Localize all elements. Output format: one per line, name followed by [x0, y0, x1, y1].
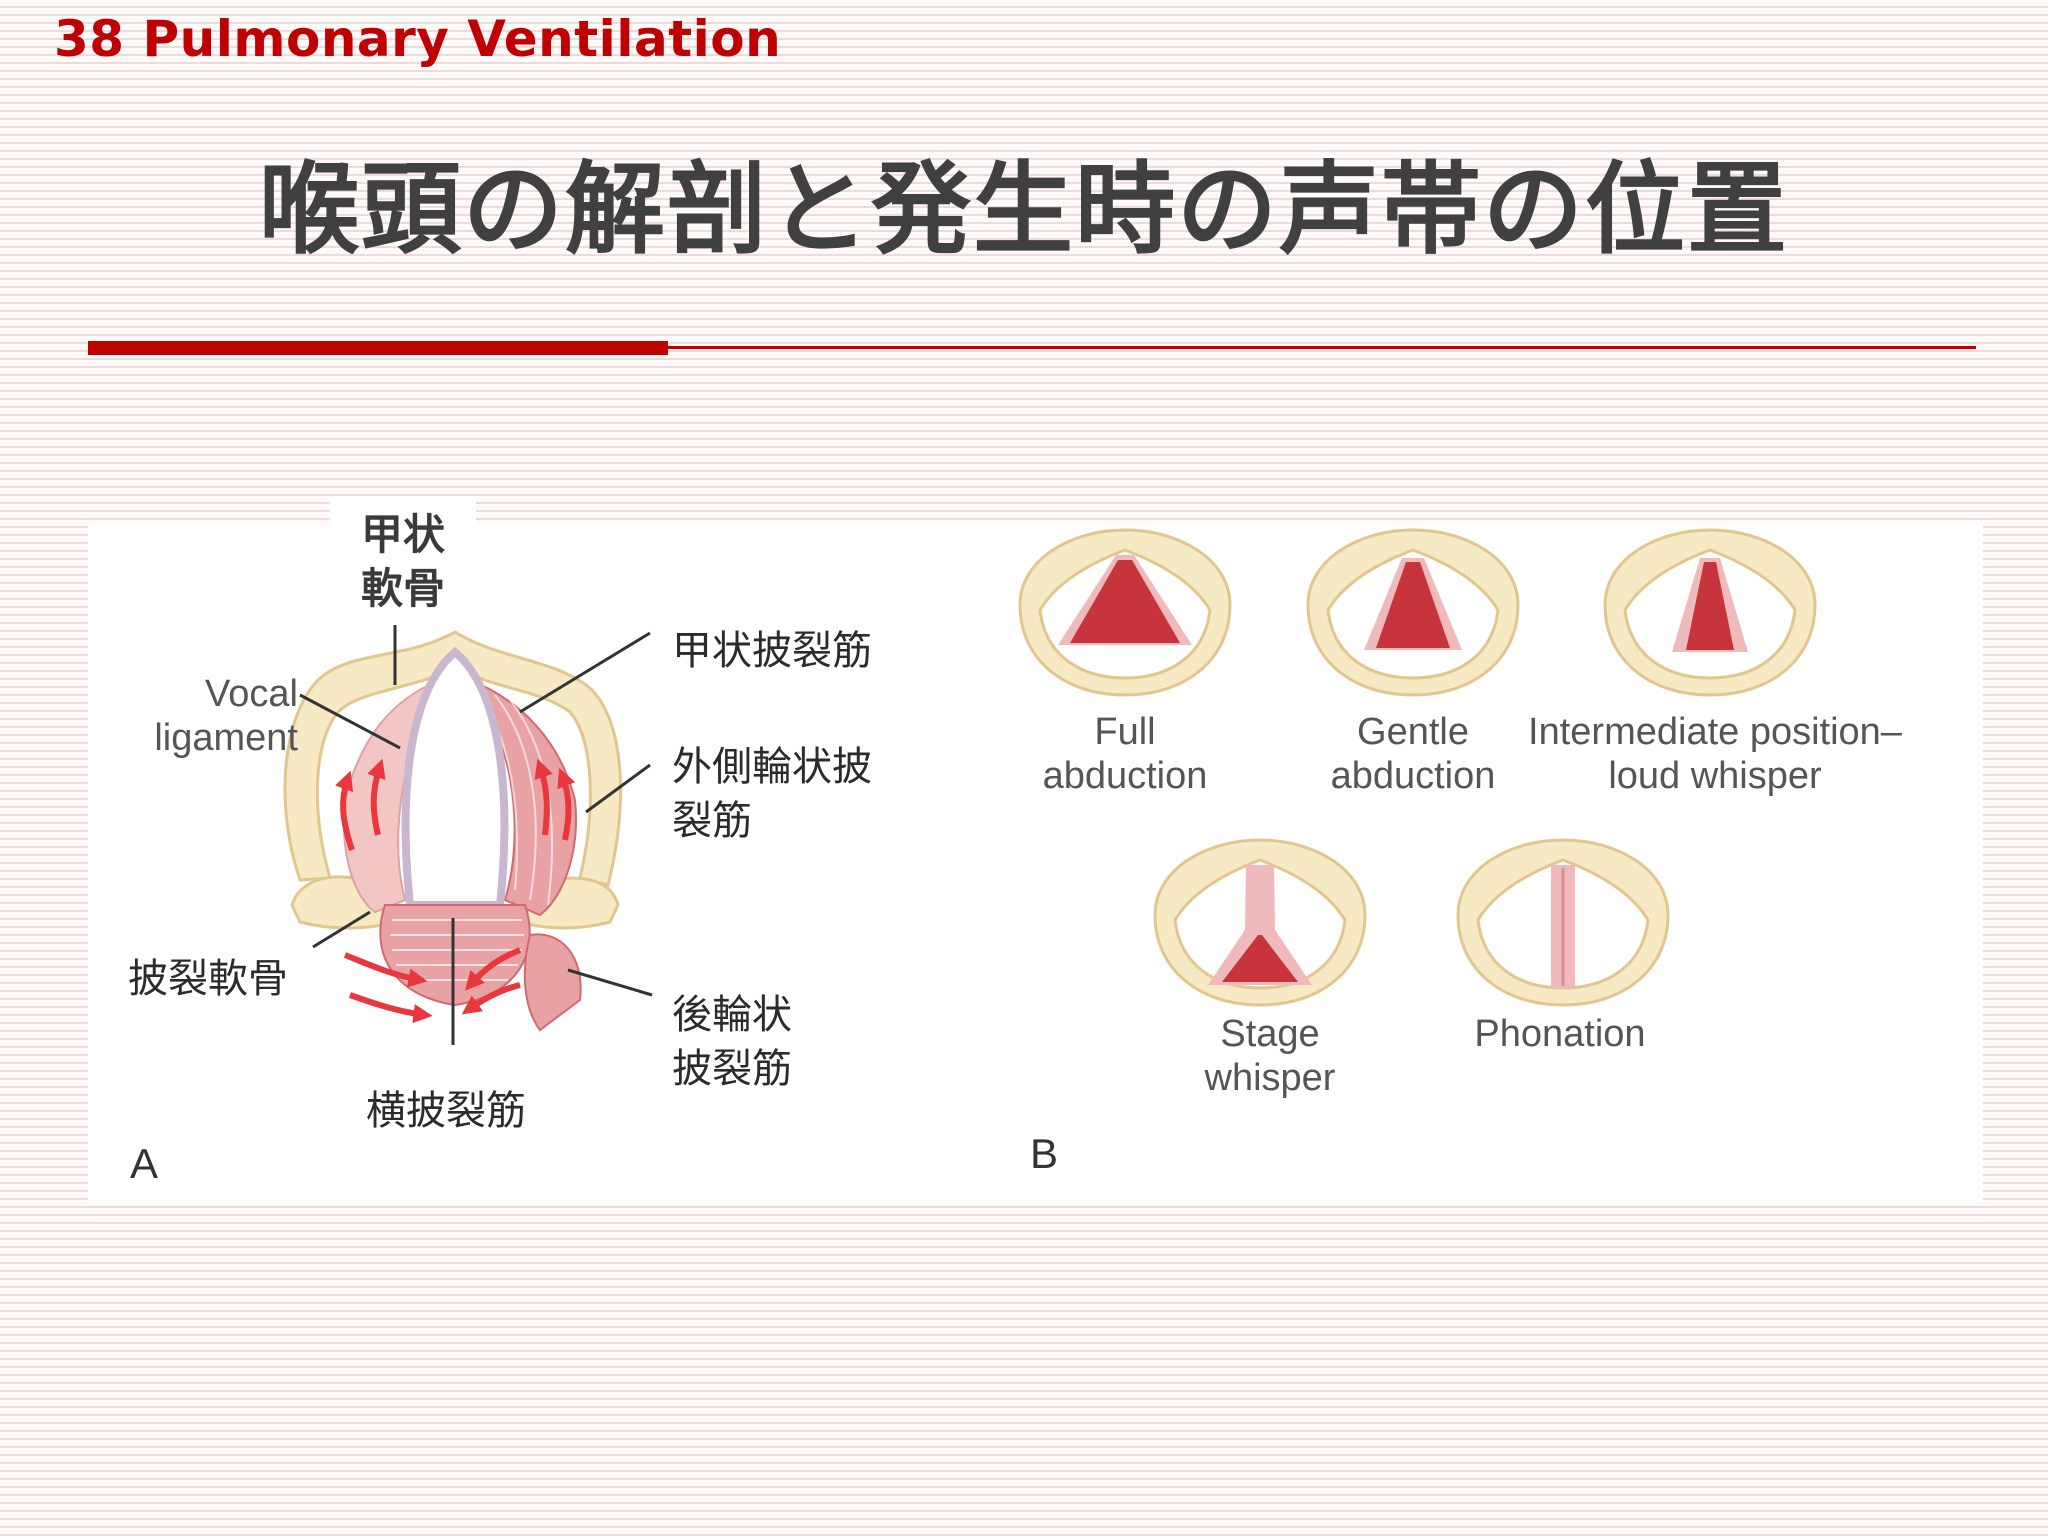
- glottis-phonation: [1456, 838, 1670, 1007]
- glottis-gentle-abduction: [1306, 528, 1520, 697]
- label-arytenoid-cartilage: 披裂軟骨: [128, 956, 288, 1002]
- thyroarytenoid-muscle: [467, 678, 577, 917]
- label-intermediate-position: Intermediate position– loud whisper: [1528, 711, 1902, 797]
- posterior-cricoarytenoid-muscle: [523, 933, 582, 1032]
- figure-a-leader-lines: [299, 625, 653, 1045]
- label-thyroarytenoid: 甲状披裂筋: [672, 628, 872, 674]
- figure-a-label-tab: [330, 496, 476, 616]
- label-lateral-cricoarytenoid: 外側輪状披 裂筋: [672, 744, 872, 844]
- slide-title: 喉頭の解剖と発生時の声帯の位置: [259, 151, 1789, 268]
- label-stage-whisper: Stage whisper: [1204, 1013, 1336, 1099]
- title-underline-thin: [668, 346, 1976, 349]
- right-arytenoid-cartilage: [502, 876, 620, 930]
- muscle-action-arrows: [335, 758, 576, 1024]
- glottis-intermediate-position: [1603, 528, 1817, 697]
- label-vocal-ligament: Vocal ligament: [154, 673, 298, 759]
- title-underline-thick: [88, 341, 668, 355]
- glottis-stage-whisper: [1153, 838, 1367, 1007]
- label-full-abduction: Full abduction: [1042, 711, 1208, 797]
- label-thyroid-cartilage: 甲状 軟骨: [360, 510, 445, 613]
- label-transverse-arytenoid: 横披裂筋: [366, 1088, 526, 1134]
- label-gentle-abduction: Gentle abduction: [1330, 711, 1496, 797]
- section-header: 38 Pulmonary Ventilation: [54, 10, 782, 68]
- label-phonation: Phonation: [1474, 1013, 1646, 1055]
- label-posterior-cricoarytenoid: 後輪状 披裂筋: [672, 992, 792, 1092]
- figure-b-panel-letter: B: [1030, 1130, 1059, 1177]
- glottis-full-abduction: [1018, 528, 1232, 697]
- thyroid-cartilage: [283, 630, 623, 887]
- figure-a-panel-letter: A: [130, 1140, 159, 1187]
